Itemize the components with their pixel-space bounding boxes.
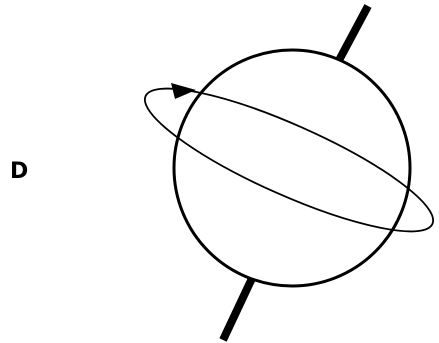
- sphere-icon: [174, 50, 410, 286]
- rotation-arrow-icon: [171, 83, 196, 99]
- rotation-axis-top-icon: [337, 6, 368, 64]
- rotation-axis-bottom-icon: [223, 272, 255, 340]
